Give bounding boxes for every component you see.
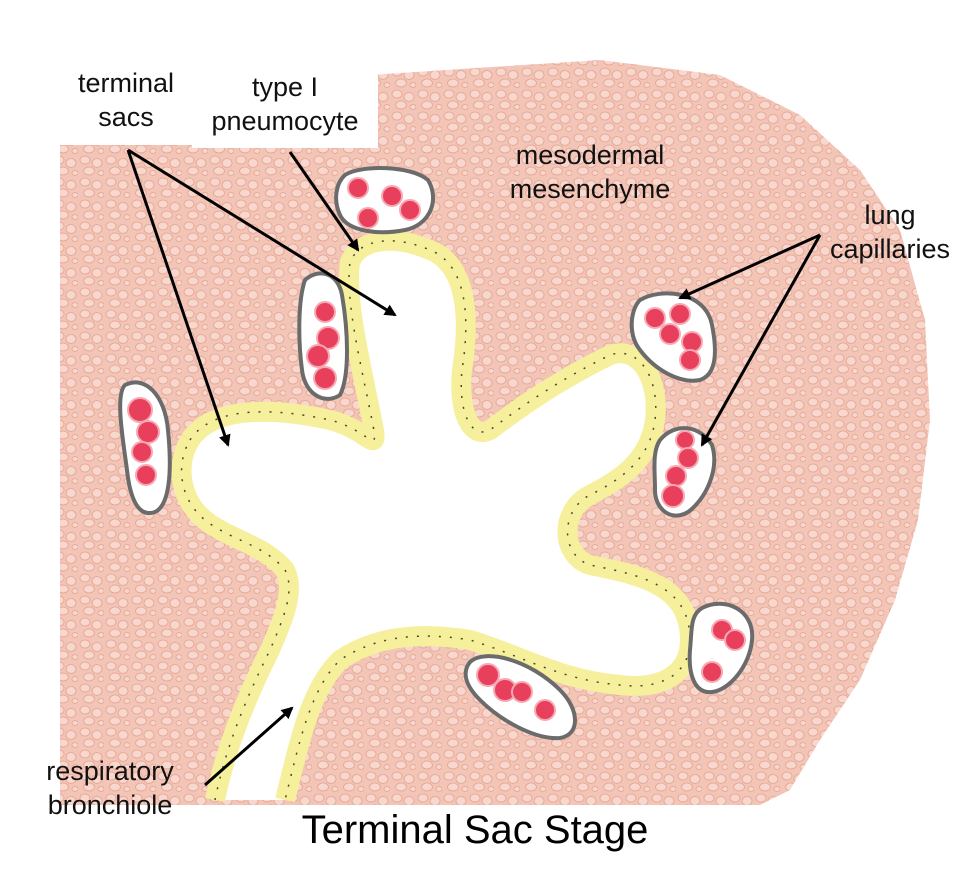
label-type-i-pneumocyte: type I pneumocyte	[192, 70, 378, 138]
label-terminal-sacs-line2: sacs	[98, 102, 154, 132]
label-mesenchyme-line2: mesenchyme	[509, 174, 671, 204]
label-bronchiole-line2: bronchiole	[47, 790, 173, 820]
label-mesodermal-line1: mesodermal	[515, 140, 665, 170]
label-lung-line1: lung	[864, 200, 916, 230]
label-mesodermal-mesenchyme: mesodermal mesenchyme	[480, 138, 700, 206]
sac-epithelium	[181, 230, 700, 803]
label-lung-capillaries: lung capillaries	[810, 198, 970, 266]
arrow-type-i-pneumocyte	[288, 151, 360, 252]
lung-capillary-top	[334, 166, 435, 235]
bronchiole-wall-left	[171, 434, 299, 802]
lung-capillary-bottom	[463, 654, 577, 741]
arrow-lung-capillaries-2	[700, 234, 822, 447]
label-bg-type-i	[192, 66, 378, 148]
label-type-i-line2: pneumocyte	[211, 106, 359, 136]
lung-capillary-left	[118, 380, 172, 516]
lung-capillary-right-middle	[652, 426, 717, 518]
lung-capillary-upper-left	[297, 271, 349, 401]
lung-capillary-right-upper	[629, 291, 717, 383]
label-capillaries-line2: capillaries	[829, 234, 951, 264]
lung-capillary-right-lower	[687, 601, 755, 695]
arrow-lung-capillaries-1	[678, 233, 821, 300]
arrow-respiratory-bronchiole	[204, 706, 294, 787]
label-type-i-line1: type I	[251, 72, 319, 102]
arrow-terminal-sacs-2	[127, 148, 397, 317]
label-terminal-sacs: terminal sacs	[56, 66, 196, 134]
label-respiratory-bronchiole: respiratory bronchiole	[20, 754, 200, 822]
arrow-terminal-sacs-1	[126, 149, 231, 447]
label-terminal-sacs-line1: terminal	[77, 68, 175, 98]
diagram-title: Terminal Sac Stage	[301, 808, 649, 852]
label-respiratory-line1: respiratory	[46, 756, 174, 786]
label-bg-terminal-sacs	[56, 62, 196, 144]
